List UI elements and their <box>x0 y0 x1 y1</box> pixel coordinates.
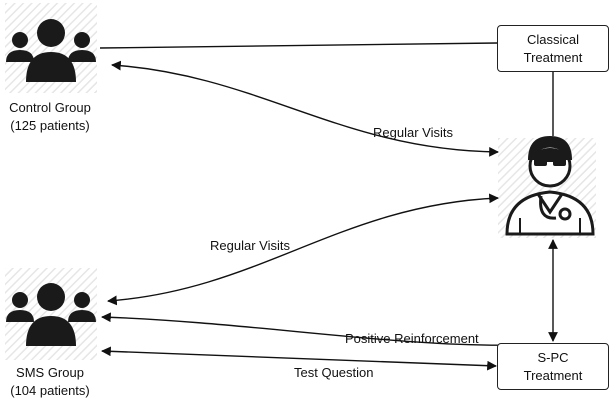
edge-positive-reinforcement <box>101 312 521 346</box>
sms-group-icon <box>5 268 97 360</box>
sms-group-count: (104 patients) <box>10 383 90 398</box>
classical-treatment-box: Classical Treatment <box>497 25 609 72</box>
control-group-label: Control Group (125 patients) <box>0 99 102 135</box>
classical-treatment-line1: Classical <box>526 31 579 47</box>
spc-treatment-line2: Treatment <box>523 367 583 383</box>
sms-group-name: SMS Group <box>16 365 84 380</box>
control-group-icon <box>5 3 97 93</box>
test-question-label: Test Question <box>294 365 374 380</box>
control-group-name: Control Group <box>9 100 91 115</box>
control-group-count: (125 patients) <box>10 118 90 133</box>
doctor-icon <box>498 136 596 238</box>
sms-group-label: SMS Group (104 patients) <box>0 364 102 400</box>
spc-treatment-line1: S-PC <box>537 349 569 365</box>
sms-regular-visits-label: Regular Visits <box>210 238 290 253</box>
edge-sms-regular-visits <box>107 193 499 306</box>
spc-treatment-box: S-PC Treatment <box>497 343 609 390</box>
control-regular-visits-label: Regular Visits <box>373 125 453 140</box>
classical-treatment-line2: Treatment <box>523 49 583 65</box>
edge-control-to-classical <box>99 42 498 49</box>
positive-reinforcement-label: Positive Reinforcement <box>345 331 479 346</box>
edge-control-regular-visits <box>111 60 499 157</box>
edge-test-question <box>101 346 497 371</box>
